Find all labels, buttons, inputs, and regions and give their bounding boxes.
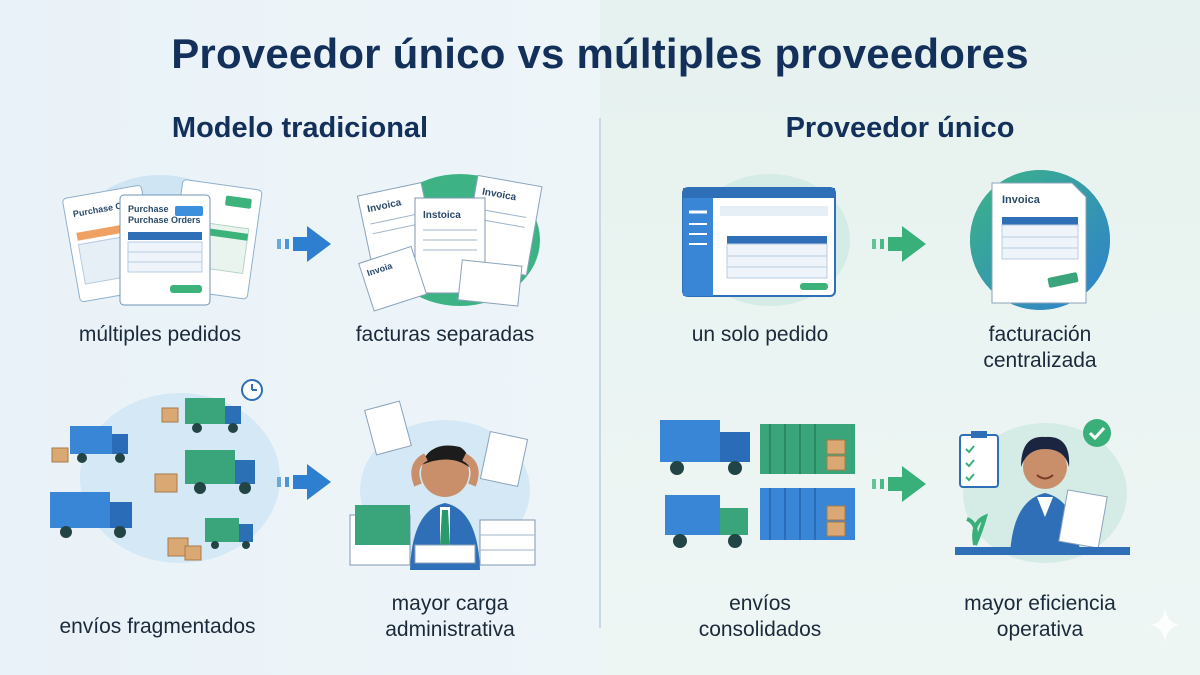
caption-efficiency-line1: mayor eficiencia bbox=[964, 592, 1116, 615]
arrow-right-icon bbox=[872, 466, 926, 502]
caption-central-billing: facturación centralizada bbox=[920, 322, 1160, 374]
caption-fragmented-shipments: envíos fragmentados bbox=[59, 615, 256, 638]
center-divider bbox=[599, 118, 601, 628]
efficient-worker-icon bbox=[955, 419, 1130, 563]
caption-consolidated-line1: envíos bbox=[729, 592, 791, 615]
right-panel-background bbox=[600, 0, 1200, 675]
arrow-right-icon bbox=[277, 464, 331, 500]
invoice-2-title: Instoica bbox=[423, 210, 461, 221]
arrow-right-icon bbox=[277, 226, 331, 262]
purchase-orders-icon: Purchase Orders Purchase Purchase Orders bbox=[62, 175, 263, 306]
central-invoice-icon: Invoica bbox=[970, 170, 1110, 310]
po-doc-2-title: Purchase Orders bbox=[128, 215, 201, 225]
single-order-screen-icon bbox=[682, 174, 850, 306]
caption-multiple-orders: múltiples pedidos bbox=[78, 323, 242, 346]
caption-admin-burden-line2: administrativa bbox=[385, 618, 515, 641]
caption-admin-burden-line1: mayor carga bbox=[391, 592, 509, 615]
arrow-right-icon bbox=[872, 226, 926, 262]
caption-central-billing-line2: centralizada bbox=[983, 349, 1097, 372]
caption-separate-invoices: facturas separadas bbox=[355, 323, 535, 346]
truck-icon bbox=[70, 426, 128, 463]
caption-consolidated-shipments: envíos consolidados bbox=[640, 591, 880, 643]
caption-central-billing-line1: facturación bbox=[988, 323, 1092, 346]
caption-admin-burden: mayor carga administrativa bbox=[330, 591, 570, 643]
consolidated-shipments-icon bbox=[660, 420, 855, 548]
invoice-central-title: Invoica bbox=[1002, 194, 1041, 206]
sparkle-icon bbox=[1150, 608, 1180, 642]
left-section-title: Modelo tradicional bbox=[171, 112, 429, 144]
svg-text:Purchase: Purchase bbox=[128, 204, 169, 214]
caption-consolidated-line2: consolidados bbox=[698, 618, 822, 641]
separate-invoices-icon: Invoica Invoica Instoica Invoia bbox=[356, 174, 543, 312]
caption-single-order: un solo pedido bbox=[691, 323, 829, 346]
right-section-title: Proveedor único bbox=[785, 112, 1015, 144]
fragmented-shipments-icon bbox=[50, 379, 280, 563]
page-title: Proveedor único vs múltiples proveedores bbox=[171, 30, 1029, 77]
caption-operational-efficiency: mayor eficiencia operativa bbox=[920, 591, 1160, 643]
caption-efficiency-line2: operativa bbox=[996, 618, 1084, 641]
stressed-worker-icon bbox=[349, 400, 536, 570]
